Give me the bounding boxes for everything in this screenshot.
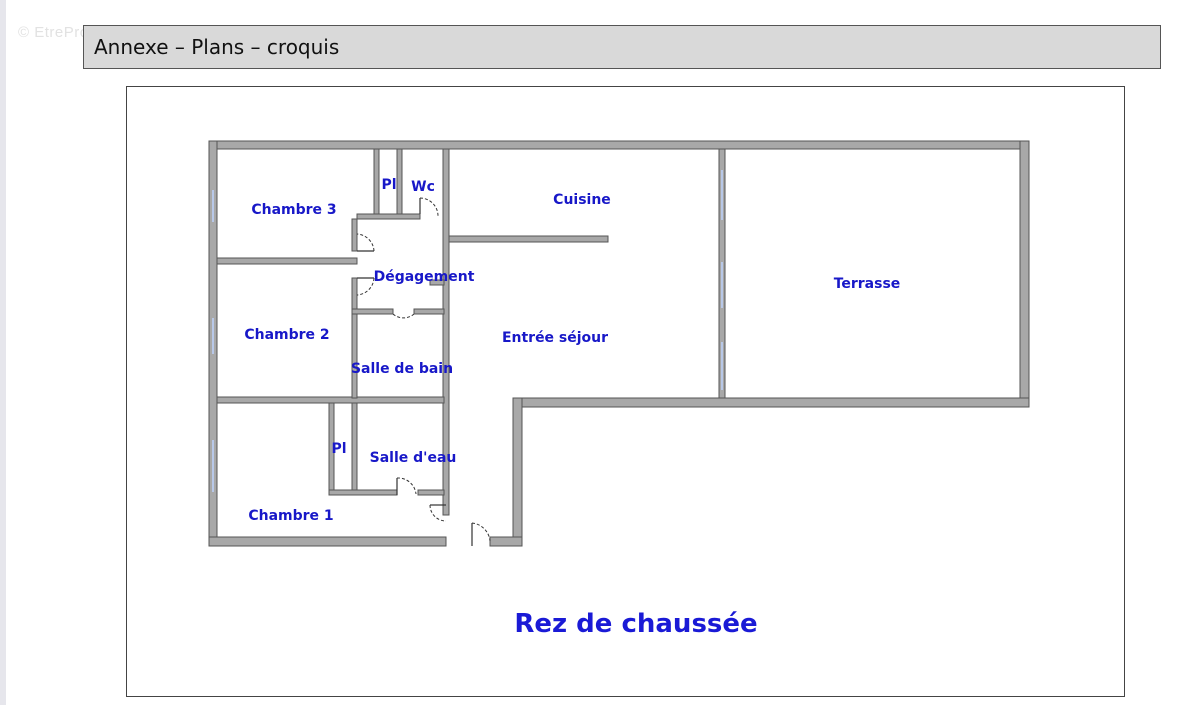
- wall-deg-left-top: [351, 218, 358, 252]
- wall-pl1-left: [373, 148, 380, 215]
- door-entree-swing: [471, 522, 491, 542]
- wall-pl2-right: [351, 402, 358, 496]
- wall-pl1-right: [396, 148, 403, 215]
- windows: [212, 170, 723, 492]
- door-chambre2-swing: [356, 277, 375, 296]
- floor-label: Rez de chaussée: [514, 609, 757, 639]
- wall-cuisine: [448, 235, 609, 243]
- label-terrasse: Terrasse: [834, 276, 901, 292]
- wall-middle-bottom: [512, 397, 1030, 408]
- wall-deg-left: [351, 277, 358, 399]
- wall-ch2-ch1: [216, 396, 445, 404]
- page-edge: [0, 0, 6, 705]
- wall-bottom-right: [489, 536, 523, 547]
- label-degagement: Dégagement: [374, 269, 475, 285]
- wall-sde-bottom-right: [417, 489, 445, 496]
- label-entree-sejour: Entrée séjour: [502, 330, 608, 346]
- wall-bottom-left: [208, 536, 447, 547]
- wall-step: [512, 397, 523, 547]
- wall-central: [442, 148, 450, 516]
- wall-wc-bottom: [356, 213, 421, 220]
- floor-plan-frame: [126, 86, 1125, 697]
- section-title: Annexe – Plans – croquis: [94, 35, 340, 59]
- label-placard-1: Pl: [381, 177, 396, 193]
- doors: [356, 197, 491, 546]
- label-salle-deau: Salle d'eau: [370, 450, 457, 466]
- label-chambre1: Chambre 1: [248, 508, 333, 524]
- door-salle-deau-swing: [396, 477, 417, 495]
- wall-deg-stub: [429, 279, 445, 286]
- door-wc-swing: [419, 197, 439, 217]
- label-placard-2: Pl: [331, 441, 346, 457]
- door-chambre3-swing: [356, 233, 375, 252]
- section-header: Annexe – Plans – croquis: [83, 25, 1161, 69]
- label-salle-de-bain: Salle de bain: [351, 361, 453, 377]
- wall-sdb-top-left: [351, 308, 394, 315]
- wall-right: [1019, 140, 1030, 408]
- wall-ch3-ch2: [216, 257, 358, 265]
- label-chambre3: Chambre 3: [251, 202, 336, 218]
- door-salle-de-bain-swing: [392, 313, 415, 319]
- wall-sdb-top-right: [413, 308, 445, 315]
- label-wc: Wc: [411, 179, 435, 195]
- label-chambre2: Chambre 2: [244, 327, 329, 343]
- door-chambre1-swing: [429, 504, 447, 522]
- wall-top: [208, 140, 1030, 150]
- wall-sde-bottom-left: [328, 489, 398, 496]
- label-cuisine: Cuisine: [553, 192, 611, 208]
